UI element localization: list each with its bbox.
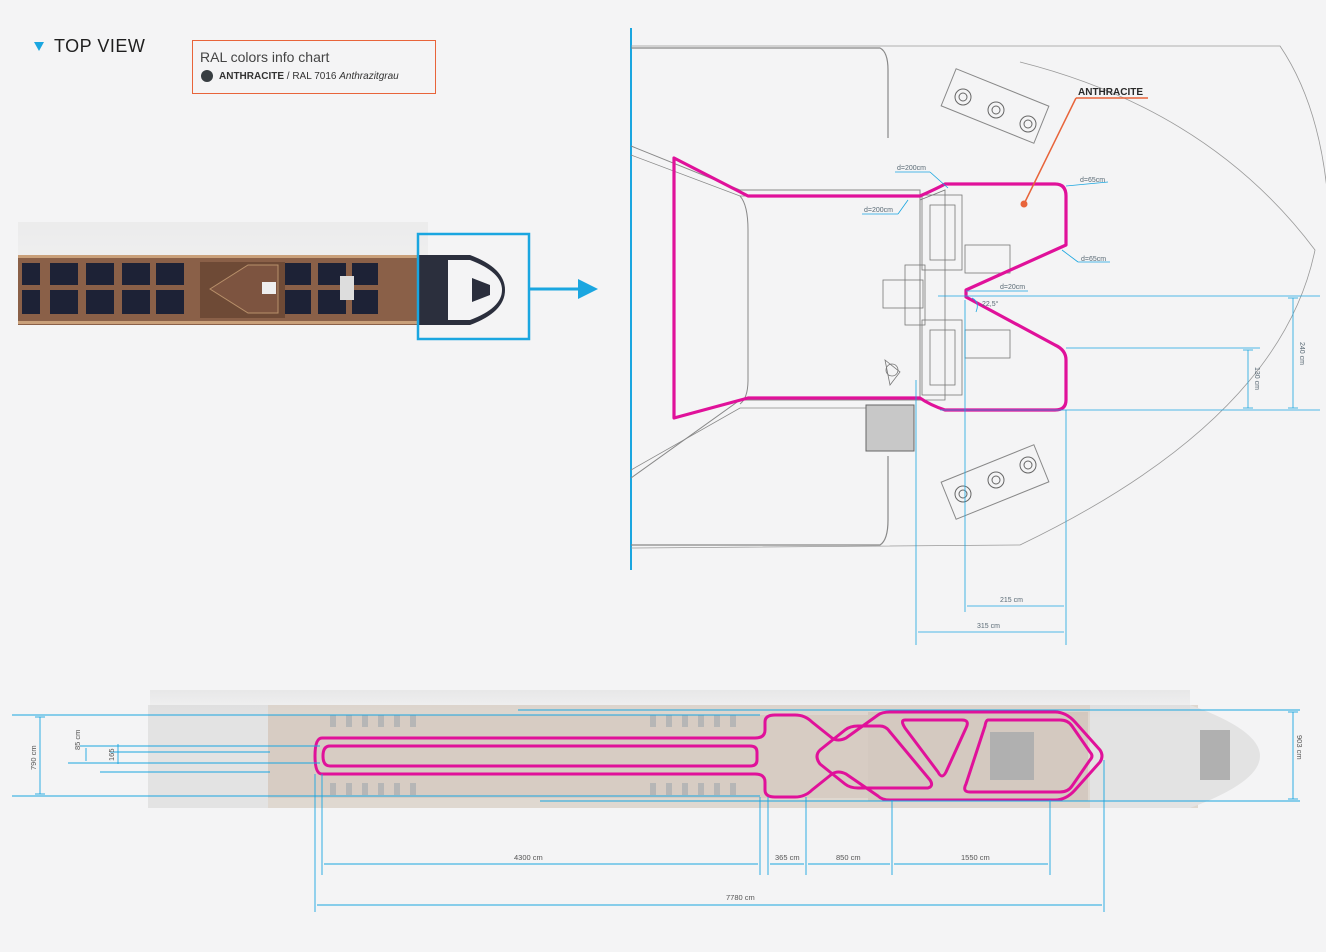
legend-title: RAL colors info chart bbox=[200, 49, 330, 65]
dim-angle: 22,5° bbox=[982, 300, 999, 308]
dim-903: 903 cm bbox=[1295, 735, 1304, 760]
callout-label: ANTHRACITE bbox=[1078, 87, 1143, 98]
dim-315: 315 cm bbox=[977, 623, 1000, 630]
plan-track bbox=[313, 710, 1104, 802]
dim-7780: 7780 cm bbox=[726, 893, 755, 902]
detail-view: ANTHRACITE d=200cm d=200cm d=65cm d=65cm… bbox=[630, 28, 1326, 645]
bollards-top bbox=[940, 68, 1050, 144]
ral-legend-box: RAL colors info chart ANTHRACITE / RAL 7… bbox=[192, 40, 436, 94]
dim-d65-b: d=65cm bbox=[1081, 256, 1106, 263]
legend-color-code: / RAL 7016 bbox=[284, 70, 340, 82]
dim-d200-b: d=200cm bbox=[864, 207, 893, 214]
bollards-bottom bbox=[940, 444, 1050, 520]
train-thumbnail bbox=[18, 222, 598, 341]
legend-color-desc: Anthrazitgrau bbox=[339, 70, 399, 82]
plan-dimensions bbox=[12, 709, 1300, 912]
dim-85: 85 cm bbox=[73, 730, 82, 750]
full-plan: 790 cm 85 cm 165 903 cm 4300 cm 365 cm 8… bbox=[12, 690, 1304, 912]
dim-4300: 4300 cm bbox=[514, 853, 543, 862]
dim-130: 130 cm bbox=[1253, 367, 1260, 390]
legend-entry: ANTHRACITE / RAL 7016 Anthrazitgrau bbox=[219, 71, 399, 82]
machinery bbox=[882, 189, 1011, 401]
section-heading: TOP VIEW bbox=[34, 36, 145, 57]
legend-color-name: ANTHRACITE bbox=[219, 70, 284, 82]
dim-d65-a: d=65cm bbox=[1080, 177, 1105, 184]
bow-outline bbox=[630, 61, 1316, 549]
dim-165: 165 bbox=[107, 748, 116, 761]
dim-790: 790 cm bbox=[29, 745, 38, 770]
thumb-zoom-frame bbox=[416, 232, 531, 341]
dim-d200-a: d=200cm bbox=[897, 165, 926, 172]
dim-240: 240 cm bbox=[1298, 342, 1305, 365]
triangle-down-icon bbox=[34, 42, 44, 51]
thumb-solar-panels bbox=[22, 263, 378, 314]
hatch bbox=[865, 404, 915, 452]
dim-215: 215 cm bbox=[1000, 597, 1023, 604]
dim-d20: d=20cm bbox=[1000, 284, 1025, 291]
legend-row: ANTHRACITE / RAL 7016 Anthrazitgrau bbox=[201, 70, 399, 82]
dimension-lines bbox=[862, 171, 1320, 645]
dim-850: 850 cm bbox=[836, 853, 861, 862]
dim-1550: 1550 cm bbox=[961, 853, 990, 862]
color-swatch-icon bbox=[201, 70, 213, 82]
dim-365: 365 cm bbox=[775, 853, 800, 862]
heading-text: TOP VIEW bbox=[54, 36, 146, 56]
